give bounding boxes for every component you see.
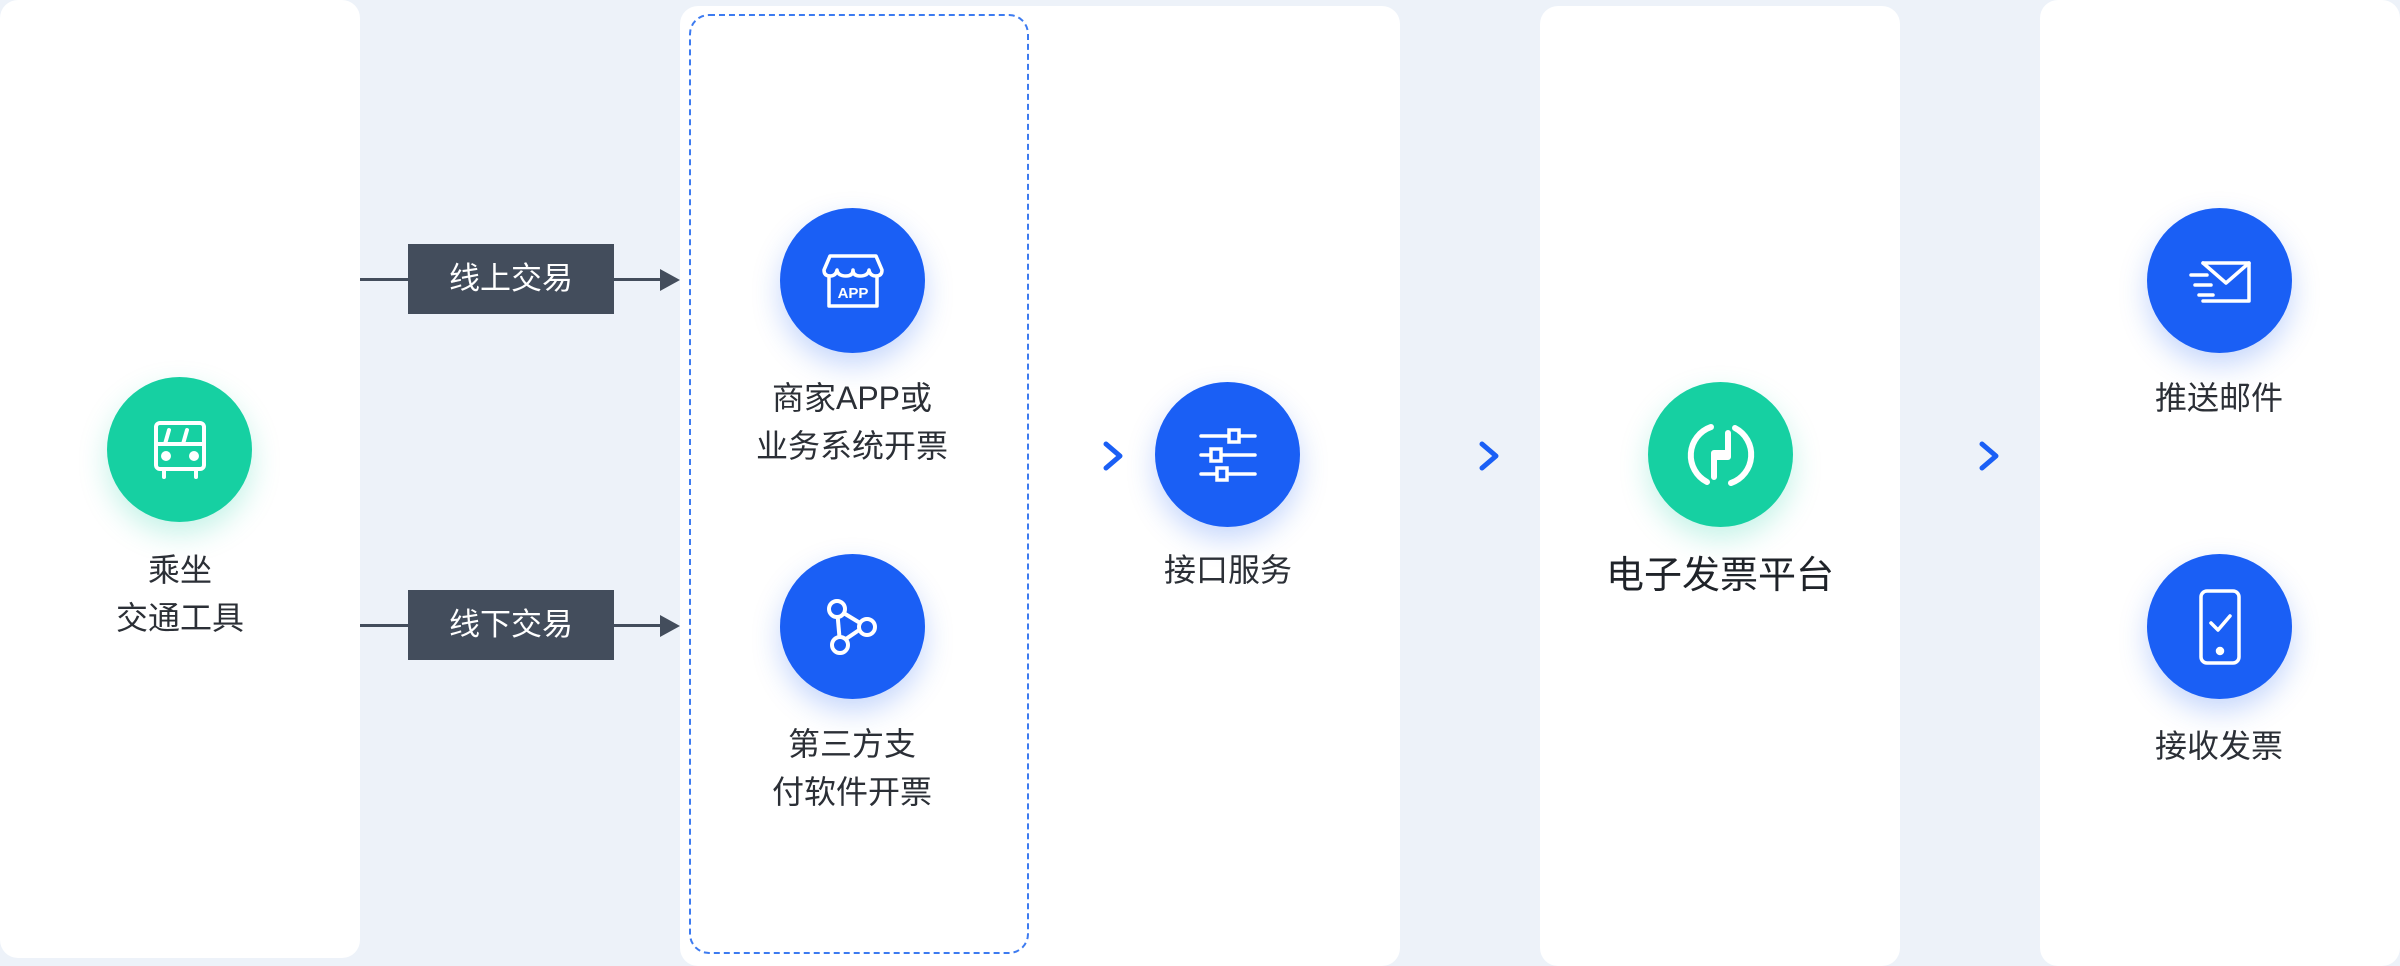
offline-transaction-tag: 线下交易 bbox=[408, 590, 614, 660]
flow-arrow-icon bbox=[1936, 441, 1999, 471]
offline-arrowhead bbox=[660, 615, 680, 637]
passenger-label-line2: 交通工具 bbox=[115, 600, 245, 636]
flow-arrow-icon bbox=[1060, 441, 1123, 471]
passenger-label-line1: 乘坐 bbox=[147, 552, 213, 588]
passenger-label: 乘坐 交通工具 bbox=[116, 546, 244, 642]
third-party-label-line2: 付软件开票 bbox=[771, 774, 933, 810]
email-label: 推送邮件 bbox=[2154, 380, 2284, 416]
mail-icon bbox=[2147, 208, 2292, 353]
sliders-icon bbox=[1155, 382, 1300, 527]
sources-dashed-group bbox=[689, 14, 1029, 954]
phone-check-icon bbox=[2147, 554, 2292, 699]
share-network-icon bbox=[780, 554, 925, 699]
bus-icon bbox=[107, 377, 252, 522]
third-party-label: 第三方支 付软件开票 bbox=[772, 720, 932, 816]
outputs-panel bbox=[2040, 0, 2400, 966]
third-party-label-line1: 第三方支 bbox=[787, 726, 917, 762]
online-arrowhead bbox=[660, 269, 680, 291]
merchant-app-label-line1: 商家APP或 bbox=[771, 380, 933, 416]
flow-arrow-icon bbox=[1436, 441, 1499, 471]
receive-invoice-label: 接收发票 bbox=[2154, 728, 2284, 764]
interface-label: 接口服务 bbox=[1163, 552, 1293, 588]
svg-text:APP: APP bbox=[837, 285, 868, 302]
online-transaction-tag: 线上交易 bbox=[408, 244, 614, 314]
invoice-platform-logo-icon bbox=[1648, 382, 1793, 527]
platform-label: 电子发票平台 bbox=[1605, 555, 1835, 597]
merchant-app-label-line2: 业务系统开票 bbox=[755, 428, 949, 464]
app-store-icon: APP bbox=[780, 208, 925, 353]
merchant-app-label: 商家APP或 业务系统开票 bbox=[756, 374, 948, 470]
